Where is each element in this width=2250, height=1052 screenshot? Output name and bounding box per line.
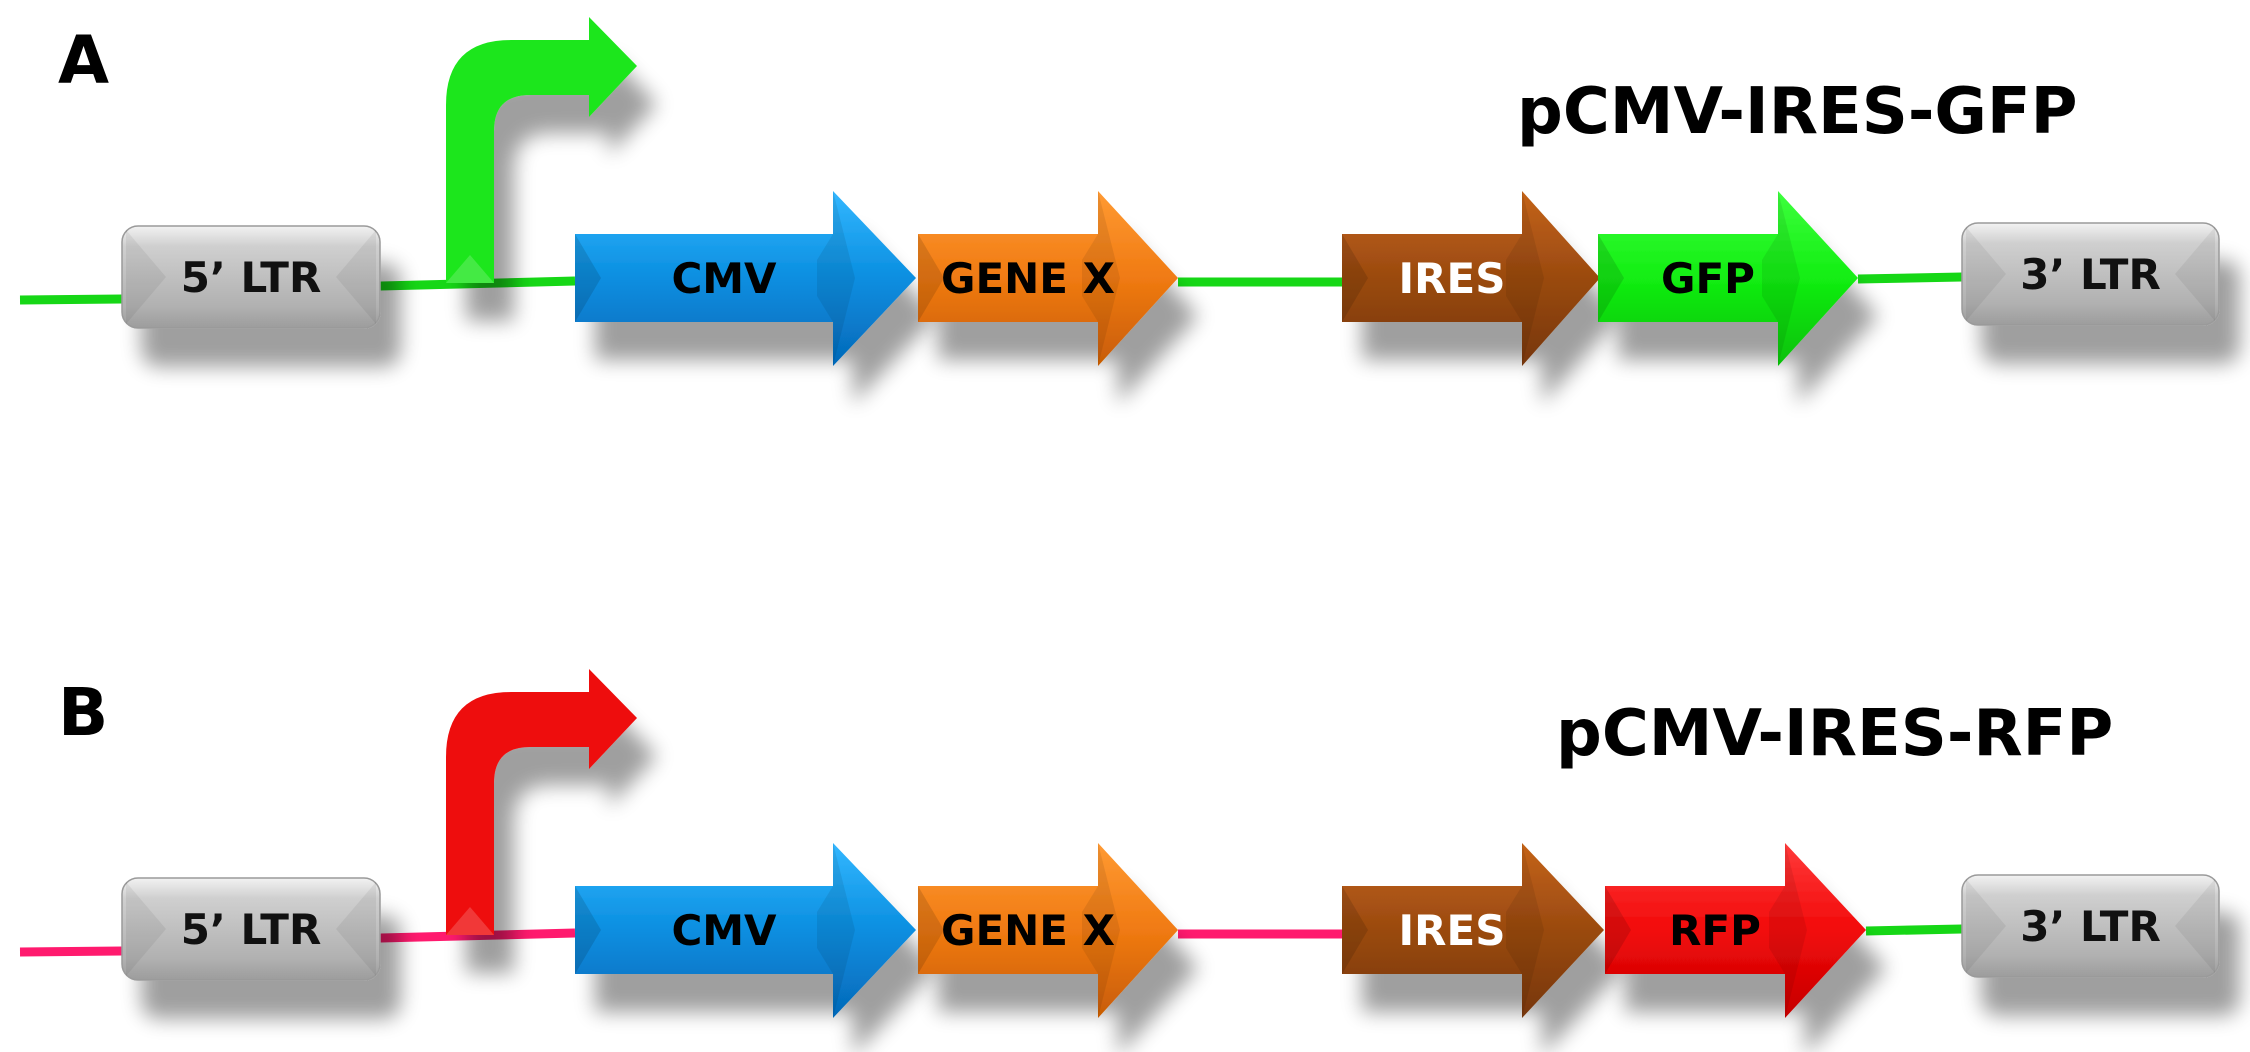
arrow-bevel xyxy=(1082,191,1120,366)
bent-arrow-bevel xyxy=(446,255,494,283)
element-arrows: CMV GENE X IRES RFP xyxy=(575,843,1866,1018)
ltr-3-box: 3’ LTR xyxy=(1961,874,2220,978)
element-label: RFP xyxy=(1669,906,1761,955)
element-arrow-shape xyxy=(1342,843,1604,1018)
promoter-arrow-icon xyxy=(446,17,637,283)
element-label: CMV xyxy=(671,906,777,955)
ltr-bevel xyxy=(126,882,166,976)
arrow-bevel xyxy=(918,234,944,322)
bent-arrow-bevel xyxy=(446,907,494,935)
ltr-5-label: 5’ LTR xyxy=(181,253,322,302)
panel-letter: A xyxy=(58,22,109,99)
backbone-line-promoter xyxy=(379,928,576,943)
ltr-3-box: 3’ LTR xyxy=(1961,222,2220,326)
ltr-bevel xyxy=(2175,227,2215,321)
ltr-bevel xyxy=(1966,879,2006,973)
arrow-bevel xyxy=(1506,191,1544,366)
ltr-bevel xyxy=(1966,227,2006,321)
element-label: CMV xyxy=(671,254,777,303)
bent-arrow-shape xyxy=(446,17,637,283)
ltr-box-shape xyxy=(121,877,381,981)
ltr-3-label: 3’ LTR xyxy=(2020,250,2161,299)
element-arrow-shape xyxy=(575,843,916,1018)
panel-b: B pCMV-IRES-RFP 5’ LTR 3’ LTR CMV GENE X I… xyxy=(19,669,2220,1018)
ltr-5-box: 5’ LTR xyxy=(121,225,381,329)
ltr-bevel xyxy=(126,230,166,324)
backbone-line-right xyxy=(1865,924,1963,936)
element-label: IRES xyxy=(1399,906,1506,955)
element-ires: IRES xyxy=(1342,191,1600,366)
bent-arrow-shape xyxy=(446,669,637,935)
construct-title: pCMV-IRES-RFP xyxy=(1556,697,2113,771)
arrow-bevel xyxy=(817,191,855,366)
ltr-box-shape xyxy=(1961,874,2220,978)
construct-title: pCMV-IRES-GFP xyxy=(1517,75,2078,149)
arrow-bevel xyxy=(575,234,601,322)
arrow-bevel xyxy=(575,886,601,974)
element-rfp: RFP xyxy=(1605,843,1866,1018)
ltr-box-shape xyxy=(1961,222,2220,326)
panel-letter: B xyxy=(58,674,108,751)
element-arrow-shape xyxy=(918,191,1178,366)
element-ires: IRES xyxy=(1342,843,1604,1018)
arrow-bevel xyxy=(817,843,855,1018)
ltr-bevel xyxy=(336,882,376,976)
arrow-bevel xyxy=(1769,843,1807,1018)
ltr-5-label: 5’ LTR xyxy=(181,905,322,954)
element-label: IRES xyxy=(1399,254,1506,303)
element-arrow-shape xyxy=(575,191,916,366)
element-gene-x: GENE X xyxy=(918,191,1178,366)
panel-a: A pCMV-IRES-GFP 5’ LTR 3’ LTR CMV GENE X I… xyxy=(19,17,2220,366)
arrow-bevel xyxy=(1598,234,1624,322)
element-arrow-shape xyxy=(1605,843,1866,1018)
ltr-bevel xyxy=(336,230,376,324)
element-arrow-shape xyxy=(918,843,1178,1018)
element-gene-x: GENE X xyxy=(918,843,1178,1018)
arrow-bevel xyxy=(1342,886,1368,974)
backbone-line-left xyxy=(19,294,123,305)
arrow-bevel xyxy=(1762,191,1800,366)
arrow-bevel xyxy=(918,886,944,974)
backbone-line-right xyxy=(1857,272,1963,284)
backbone xyxy=(19,924,1963,957)
element-arrows: CMV GENE X IRES GFP xyxy=(575,191,1858,366)
backbone-line-left xyxy=(19,946,123,957)
arrow-bevel xyxy=(1506,843,1544,1018)
backbone-line-promoter xyxy=(379,276,576,291)
element-label: GFP xyxy=(1661,254,1755,303)
ltr-5-box: 5’ LTR xyxy=(121,877,381,981)
ltr-3-label: 3’ LTR xyxy=(2020,902,2161,951)
element-gfp: GFP xyxy=(1598,191,1858,366)
element-label: GENE X xyxy=(941,254,1115,303)
promoter-arrow-icon xyxy=(446,669,637,935)
arrow-bevel xyxy=(1605,886,1631,974)
element-arrow-shape xyxy=(1342,191,1600,366)
ltr-box-shape xyxy=(121,225,381,329)
arrow-bevel xyxy=(1342,234,1368,322)
element-cmv: CMV xyxy=(575,843,916,1018)
element-cmv: CMV xyxy=(575,191,916,366)
element-arrow-shape xyxy=(1598,191,1858,366)
element-label: GENE X xyxy=(941,906,1115,955)
ltr-bevel xyxy=(2175,879,2215,973)
arrow-bevel xyxy=(1082,843,1120,1018)
backbone xyxy=(19,272,1963,305)
